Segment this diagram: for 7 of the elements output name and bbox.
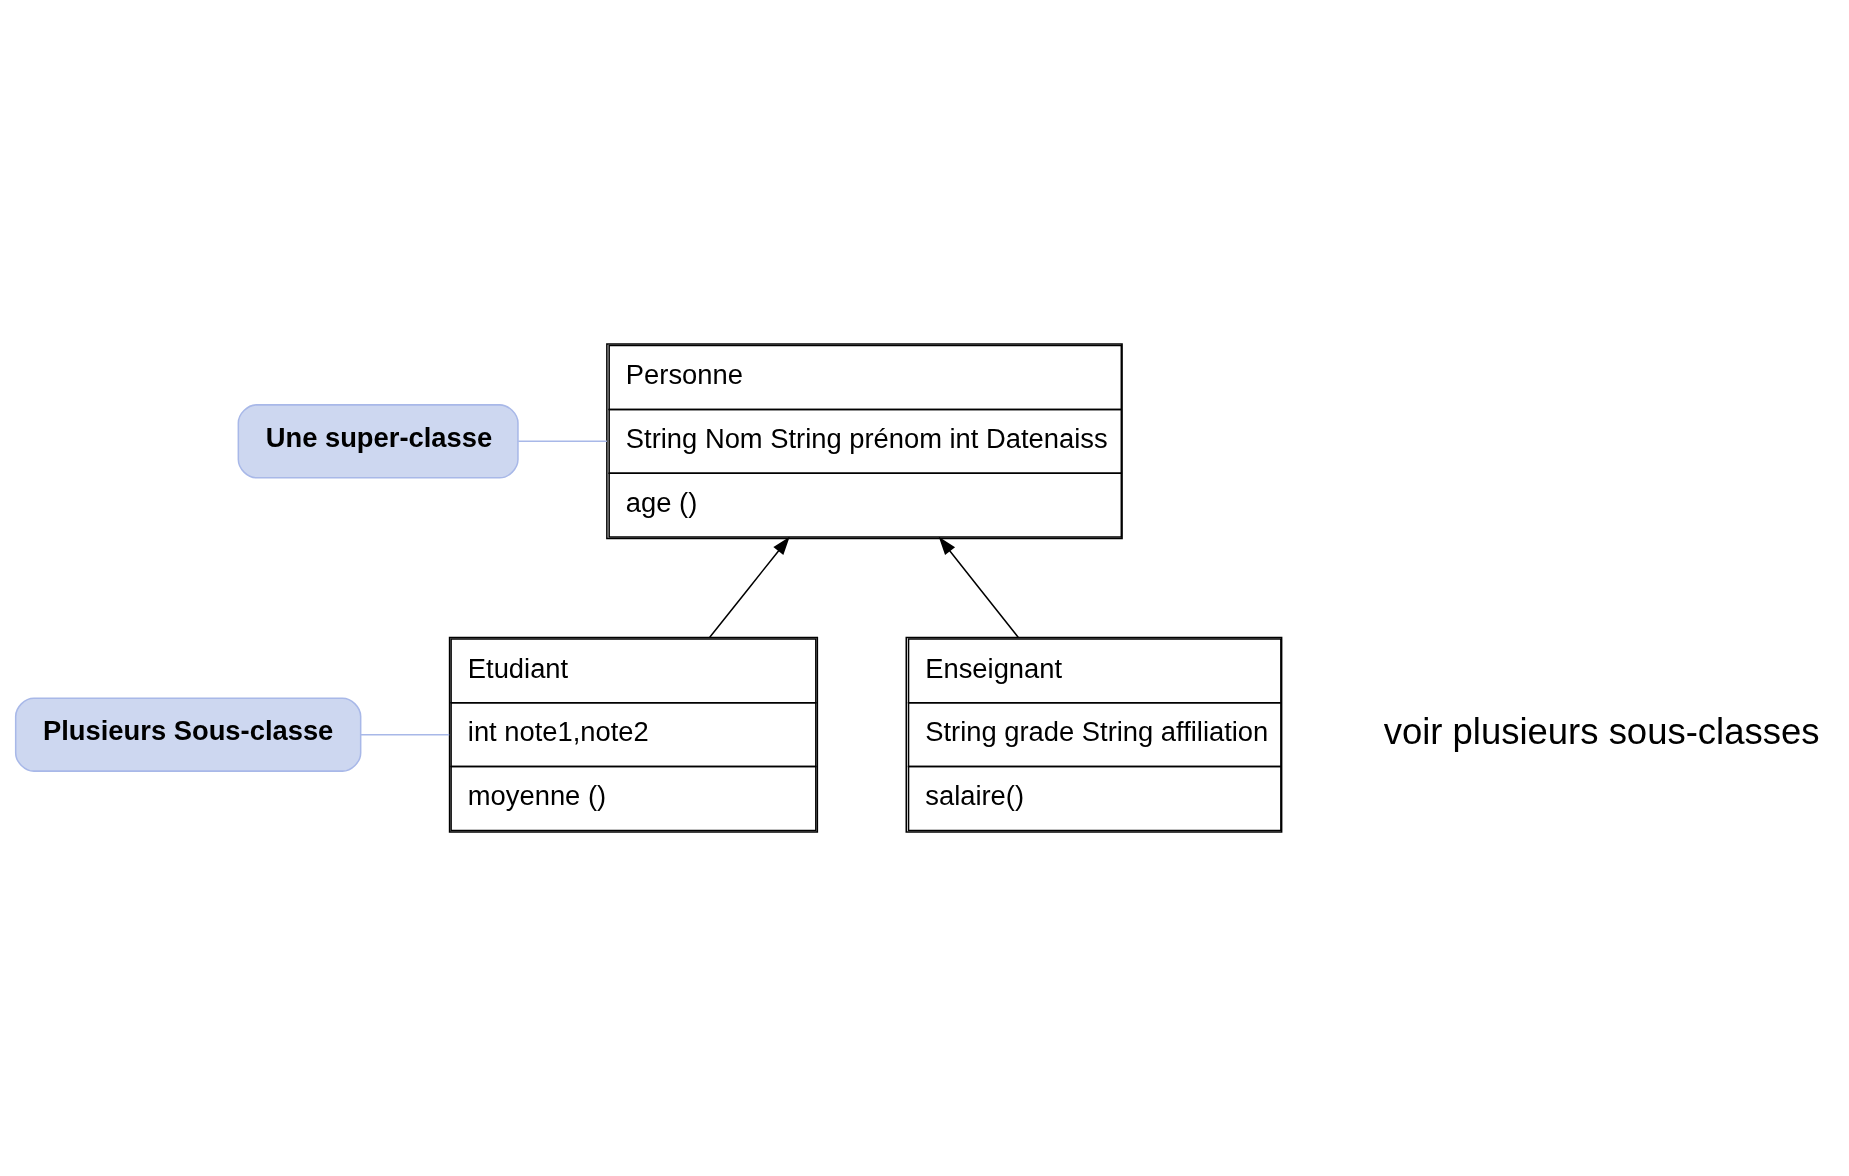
label: voir plusieurs sous-classes <box>1383 711 1820 753</box>
node-box: Plusieurs Sous-classe <box>14 697 362 772</box>
connector <box>360 733 450 736</box>
node-box: Une super-classe <box>237 404 519 479</box>
connector <box>517 440 608 443</box>
arrow <box>709 536 790 639</box>
arrow <box>938 536 1019 639</box>
